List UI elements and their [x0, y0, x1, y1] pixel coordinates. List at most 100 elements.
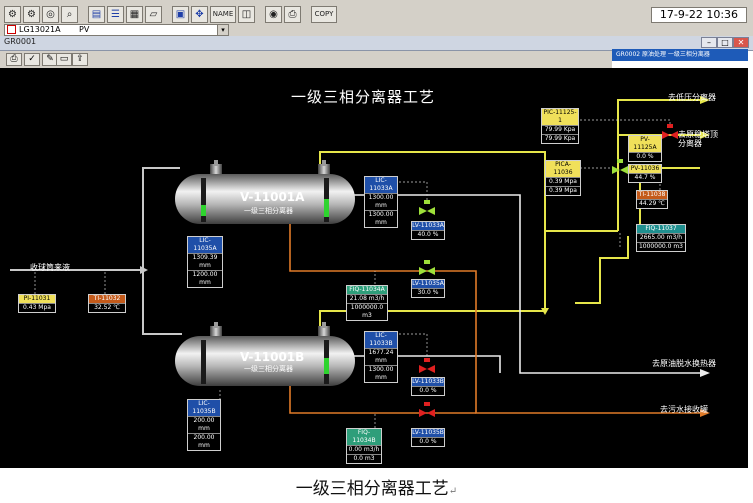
lv-11033a-tag: LV-11033A	[412, 222, 444, 230]
grid-icon[interactable]: ▣	[172, 6, 189, 23]
folder-icon[interactable]: ▭	[56, 53, 72, 66]
fiq-11034b-tag: FIQ-11034B	[347, 429, 381, 445]
valve-lv-11035a	[419, 260, 435, 275]
lic-11035b-box[interactable]: LIC-11035B 200.00 mm 200.00 mm	[187, 399, 221, 451]
chart-icon[interactable]: ▱	[145, 6, 162, 23]
lv-11035b-box[interactable]: LV-11035B 0.0 %	[411, 428, 445, 447]
inlet-label: 收球筒来液	[30, 263, 70, 272]
pv-11036-value: 44.7 %	[629, 173, 661, 182]
process-lines	[10, 96, 710, 428]
minimize-button[interactable]: –	[701, 37, 717, 48]
toolbar-icons: ⚙ ⚙ ◎ ⌕ ▤ ☰ ▦ ▱ ▣ ✥ NAME ◫ ◉ ⎙ COPY	[4, 6, 337, 24]
lic-11033a-box[interactable]: LIC-11033A 1300.00 mm 1300.00 mm	[364, 176, 398, 228]
print-icon[interactable]: ⎙	[284, 6, 301, 23]
fiq-11034a-box[interactable]: FIQ-11034A 21.08 m3/h 1000000.0 m3	[346, 285, 388, 321]
fiq-11037-tag: FIQ-11037	[637, 225, 685, 233]
print-icon[interactable]: ⎙	[6, 53, 22, 66]
ti-11032-value: 32.52 ℃	[89, 303, 125, 312]
pv-11125a-value: 0.0 %	[629, 152, 661, 161]
lic-11035a-tag: LIC-11035A	[188, 237, 222, 253]
alarm-icon[interactable]: ◎	[42, 6, 59, 23]
lv-11033b-box[interactable]: LV-11033B 0.0 %	[411, 377, 445, 396]
diagram-title: 一级三相分离器工艺	[291, 88, 436, 106]
lv-11035b-tag: LV-11035B	[412, 429, 444, 437]
vessel-a-sub: 一级三相分离器	[244, 207, 293, 215]
fiq-11034b-v2: 0.0 m3	[347, 454, 381, 463]
lic-11035b-v2: 200.00 mm	[188, 433, 220, 450]
tag-label: LG13021A	[19, 25, 61, 34]
lv-11035a-value: 30.0 %	[412, 288, 444, 297]
list-icon[interactable]: ☰	[107, 6, 124, 23]
pic-11125-tag: PIC-11125-1	[542, 109, 578, 125]
return-mark-icon: ↵	[448, 486, 458, 497]
pv-11036-tag: PV-11036	[629, 165, 661, 173]
sub-toolbar: ⎙ ✓ ✎ ▭ ⇪	[0, 51, 612, 68]
pi-11031-box[interactable]: PI-11031 0.43 Mpa	[18, 294, 56, 313]
lv-11033a-box[interactable]: LV-11033A 40.0 %	[411, 221, 445, 240]
lic-11033a-v2: 1300.00 mm	[365, 210, 397, 227]
pv-11125a-box[interactable]: PV-11125A 0.0 %	[628, 135, 662, 162]
tag-selector[interactable]: LG13021A PV ▾	[4, 24, 229, 36]
vessel-b-tag: V-11001B	[240, 350, 305, 364]
pica-11036-box[interactable]: PICA-11036 0.39 Mpa 0.39 Mpa	[545, 160, 581, 196]
window-tab[interactable]: GR0002 原油处理 一级三相分离器	[612, 49, 748, 61]
pic-11125-box[interactable]: PIC-11125-1 79.99 Kpa 79.99 Kpa	[541, 108, 579, 144]
name-icon[interactable]: NAME	[210, 6, 236, 23]
lv-11033b-tag: LV-11033B	[412, 378, 444, 386]
valve-lv-11035b	[419, 402, 435, 417]
pi-11031-tag: PI-11031	[19, 295, 55, 303]
lv-11033a-value: 40.0 %	[412, 230, 444, 239]
dest-stabilizer-label: 去原稳塔顶 分离器	[678, 130, 718, 148]
record-icon[interactable]: ◉	[265, 6, 282, 23]
ti-11032-tag: TI-11032	[89, 295, 125, 303]
top-toolbar: ⚙ ⚙ ◎ ⌕ ▤ ☰ ▦ ▱ ▣ ✥ NAME ◫ ◉ ⎙ COPY LG13…	[0, 0, 753, 37]
lic-11035b-tag: LIC-11035B	[188, 400, 220, 416]
lic-11033b-tag: LIC-11033B	[365, 332, 397, 348]
search-icon[interactable]: ⌕	[61, 6, 78, 23]
ti-11032-box[interactable]: TI-11032 32.52 ℃	[88, 294, 126, 313]
valve-lv-11033b	[419, 358, 435, 373]
dest-heat-exchanger-label: 去原油脱水换热器	[652, 359, 716, 368]
settings-icon[interactable]: ⚙	[4, 6, 21, 23]
pica-11036-tag: PICA-11036	[546, 161, 580, 177]
ti-11038-box[interactable]: TI-11038 44.29 ℃	[636, 190, 668, 209]
table-icon[interactable]: ▦	[126, 6, 143, 23]
maximize-button[interactable]: □	[717, 37, 733, 48]
pic-11125-v2: 79.99 Kpa	[542, 134, 578, 143]
valve-pv-11036	[612, 159, 628, 174]
lv-11035a-tag: LV-11035A	[412, 280, 444, 288]
lv-11035b-value: 0.0 %	[412, 437, 444, 446]
chevron-down-icon[interactable]: ▾	[217, 25, 228, 35]
clock-display: 17-9-22 10:36	[651, 7, 747, 23]
close-button[interactable]: ✕	[733, 37, 749, 48]
fiq-11034b-v1: 0.00 m3/h	[347, 445, 381, 454]
report-icon[interactable]: ▤	[88, 6, 105, 23]
settings-alt-icon[interactable]: ⚙	[23, 6, 40, 23]
fiq-11037-box[interactable]: FIQ-11037 2665.00 m3/h 1000000.0 m3	[636, 224, 686, 252]
fiq-11034a-tag: FIQ-11034A	[347, 286, 387, 294]
lic-11035b-v1: 200.00 mm	[188, 416, 220, 433]
lv-11035a-box[interactable]: LV-11035A 30.0 %	[411, 279, 445, 298]
process-canvas: 一级三相分离器工艺 V-11001A 一级三相分离器 V-11001B 一级三相…	[0, 68, 748, 468]
lic-11033b-v2: 1300.00 mm	[365, 365, 397, 382]
fiq-11034b-box[interactable]: FIQ-11034B 0.00 m3/h 0.0 m3	[346, 428, 382, 464]
vessel-b-sub: 一级三相分离器	[244, 365, 293, 373]
dest-sewage-label: 去污水接收罐	[660, 405, 708, 414]
window-icon[interactable]: ◫	[238, 6, 255, 23]
lic-11033b-box[interactable]: LIC-11033B 1677.24 mm 1300.00 mm	[364, 331, 398, 383]
window-title: GR0001	[4, 37, 37, 46]
export-icon[interactable]: ⇪	[72, 53, 88, 66]
fiq-11037-v2: 1000000.0 m3	[637, 242, 685, 251]
fiq-11037-v1: 2665.00 m3/h	[637, 233, 685, 242]
lic-11033a-tag: LIC-11033A	[365, 177, 397, 193]
valve-lv-11033a	[419, 200, 435, 215]
vessel-a-tag: V-11001A	[240, 190, 305, 204]
move-icon[interactable]: ✥	[191, 6, 208, 23]
copy-icon[interactable]: COPY	[311, 6, 337, 23]
check-icon[interactable]: ✓	[24, 53, 40, 66]
pen-icon[interactable]: ✎	[42, 53, 58, 66]
vessel-b-shape	[175, 322, 355, 386]
pv-11036-box[interactable]: PV-11036 44.7 %	[628, 164, 662, 183]
pv-label: PV	[79, 25, 90, 34]
lic-11035a-box[interactable]: LIC-11035A 1309.39 mm 1200.00 mm	[187, 236, 223, 288]
